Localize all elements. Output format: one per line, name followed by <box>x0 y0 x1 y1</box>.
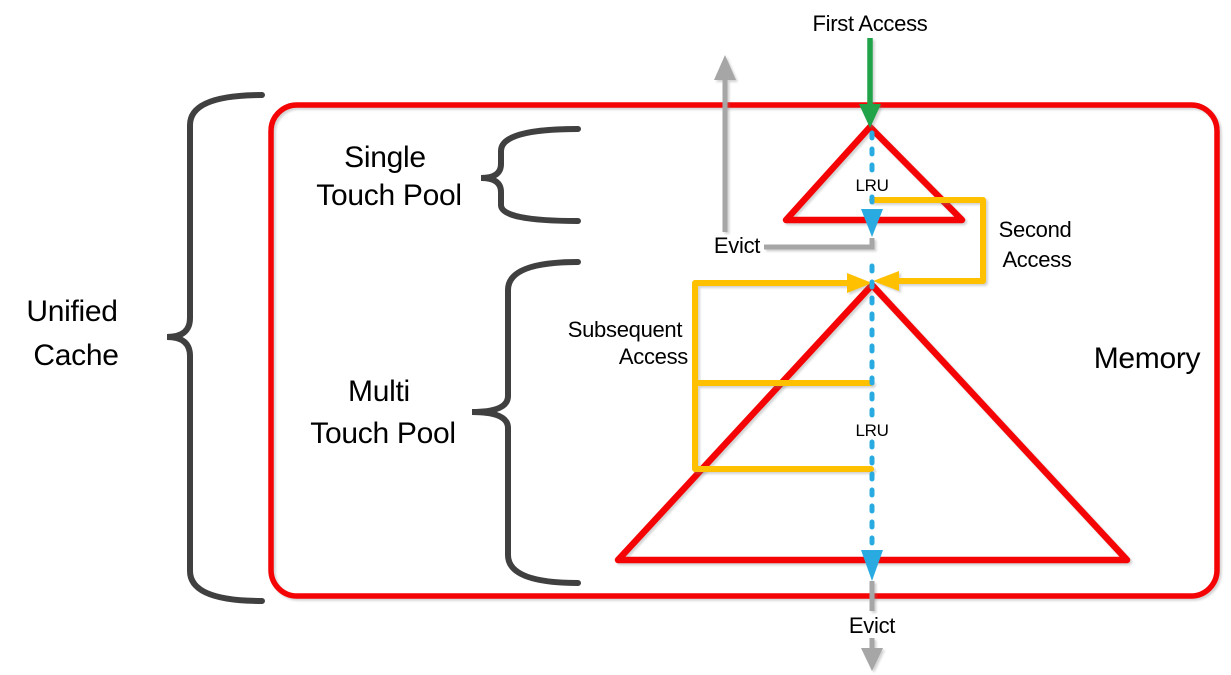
single-touch-pool-label: Single Touch Pool <box>316 141 461 212</box>
second-access-path <box>869 197 986 284</box>
evict-up-arrowhead <box>714 55 736 80</box>
evict-top-connector <box>764 238 875 250</box>
lru-label-multi: LRU <box>855 421 888 440</box>
lru-single-backplate <box>850 175 894 194</box>
lru-lines-group <box>861 130 883 581</box>
subsequent-access-path <box>692 280 874 472</box>
multi-touch-pool-brace <box>471 259 581 586</box>
evict-bottom-label: Evict <box>849 613 895 638</box>
single-touch-pool-triangle <box>782 123 966 224</box>
memory-label: Memory <box>1094 342 1201 375</box>
braces-group <box>166 92 581 604</box>
gray-evict-group <box>714 55 883 671</box>
subsequent-access-label: Subsequent Access <box>568 317 689 369</box>
unified-cache-label: Unified Cache <box>26 295 125 372</box>
second-access-arrowhead <box>873 271 899 291</box>
first-access-arrow-group <box>859 38 881 128</box>
evict-top-label: Evict <box>714 233 760 258</box>
lru-arrowhead-single <box>861 209 883 237</box>
first-access-arrowhead <box>859 104 881 128</box>
gold-paths-group <box>692 197 986 472</box>
evict-down-arrowhead <box>861 648 883 671</box>
lru-arrowhead-multi <box>861 550 883 581</box>
second-access-label: Second Access <box>999 217 1078 272</box>
single-touch-pool-brace <box>480 126 581 224</box>
lru-multi-backplate <box>850 420 894 439</box>
subsequent-access-arrowhead <box>847 273 872 293</box>
multi-touch-pool-label: Multi Touch Pool <box>310 375 455 450</box>
lru-label-single: LRU <box>855 176 888 195</box>
memory-box <box>268 102 1220 599</box>
unified-cache-brace <box>166 92 265 604</box>
first-access-label: First Access <box>813 11 928 36</box>
